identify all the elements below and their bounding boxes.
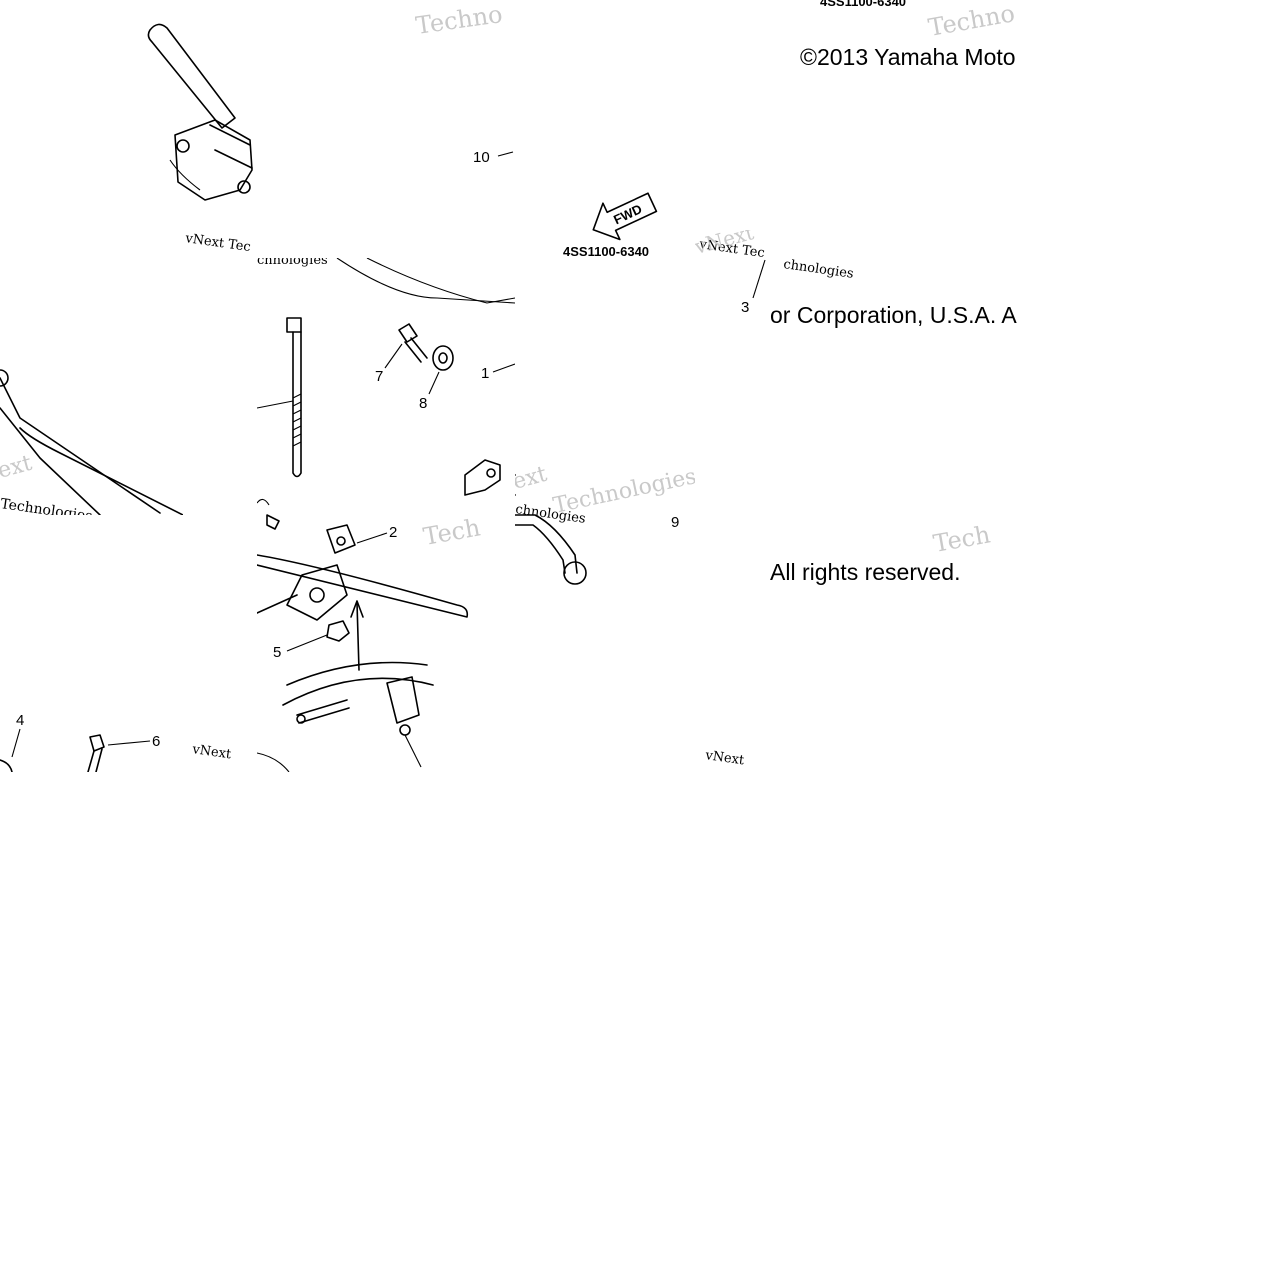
top-right-drawing: 4SS1100-6340 Techno xyxy=(820,0,1017,42)
bottom-right-drawing: vNext xyxy=(703,748,745,769)
watermark-text: Tech xyxy=(931,520,992,558)
watermark-text: Techno xyxy=(415,0,504,40)
tile-mid-right: vNext Tec vNext chnologies 3 or Corporat… xyxy=(695,230,1032,340)
lower-right-drawing: Tech xyxy=(931,520,992,558)
watermark-text: ext xyxy=(0,451,35,484)
callout-7: 7 xyxy=(375,368,383,385)
tile-top-left: vNext Tec xyxy=(0,0,257,258)
callout-8: 8 xyxy=(419,395,427,412)
throttle-assembly-drawing: vNext Tec xyxy=(147,23,253,255)
cable-tie-bolt-drawing: 7 8 1 chnologies xyxy=(257,258,515,478)
tile-lever: ext chnologies Technologies 9 xyxy=(515,455,695,595)
watermark-text: vNext Tec xyxy=(183,231,251,255)
watermark-text: Techno xyxy=(926,0,1017,42)
callout-9: 9 xyxy=(671,514,679,531)
tile-lever-tab xyxy=(455,455,515,515)
tile-bottom-left: 4 6 vNext xyxy=(0,705,240,772)
part-code-top: 4SS1100-6340 xyxy=(820,0,906,9)
callout-2: 2 xyxy=(389,524,397,541)
copyright-line-3: All rights reserved. xyxy=(770,559,961,585)
tile-top-right: 4SS1100-6340 Techno ©2013 Yamaha Moto xyxy=(770,0,1027,80)
copyright-line-2: or Corporation, U.S.A. A xyxy=(770,302,1017,328)
watermark-text: Technologies xyxy=(551,464,695,519)
callout-10: 10 xyxy=(473,149,490,166)
lever-tab-drawing xyxy=(464,459,501,496)
tile-top-middle: Techno 10 xyxy=(415,0,515,258)
watermark-text: ext xyxy=(515,462,550,495)
watermark-text: vNext xyxy=(703,748,745,769)
tile-bottom-right: vNext xyxy=(695,725,755,772)
mid-right-drawing: vNext Tec vNext chnologies 3 xyxy=(695,230,855,316)
tile-lower-center: 2 Tech 5 xyxy=(257,495,515,772)
fwd-arrow-icon xyxy=(592,192,658,241)
watermark-text: chnologies xyxy=(257,258,328,268)
callout-6: 6 xyxy=(152,733,160,750)
callout-1: 1 xyxy=(481,365,489,382)
watermark-text: chnologies xyxy=(782,257,854,282)
clamp-perch-drawing: 2 Tech 5 xyxy=(257,498,482,772)
brake-lever-drawing: ext chnologies Technologies 9 xyxy=(515,462,695,585)
copyright-line-1: ©2013 Yamaha Moto xyxy=(800,44,1016,70)
fwd-label: FWD xyxy=(611,201,644,227)
callout-4: 4 xyxy=(16,712,24,729)
tile-lower-right: Tech All rights reserved. xyxy=(755,500,1025,600)
top-middle-drawing: Techno 10 xyxy=(415,0,514,166)
tile-mid-left: ext Technologies xyxy=(0,258,183,515)
part-code: 4SS1100-6340 xyxy=(563,244,649,258)
bolts-drawing: 4 6 vNext xyxy=(0,712,233,772)
watermark-text: Tech xyxy=(421,513,482,551)
watermark-text: Technologies xyxy=(0,496,93,515)
callout-3: 3 xyxy=(741,299,749,316)
callout-5: 5 xyxy=(273,644,281,661)
handlebar-frame-drawing: ext Technologies xyxy=(0,369,183,515)
watermark-text: vNext xyxy=(190,742,232,763)
